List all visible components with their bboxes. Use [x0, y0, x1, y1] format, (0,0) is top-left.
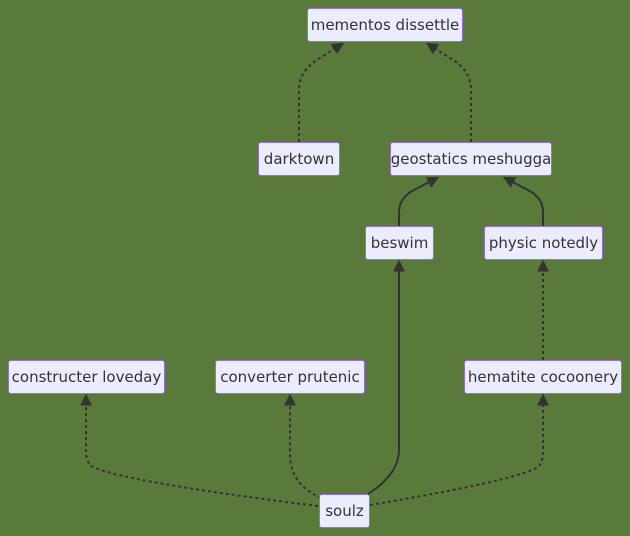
edge-soulz-to-constructer-loveday: [80, 393, 319, 507]
node-mementos-dissettle[interactable]: mementos dissettle: [307, 8, 463, 42]
edge-physic-notedly-to-geostatics-meshugga: [502, 176, 544, 226]
node-soulz[interactable]: soulz: [319, 494, 370, 528]
node-darktown[interactable]: darktown: [258, 142, 340, 176]
edge-darktown-to-mementos-dissettle: [298, 42, 345, 142]
edge-soulz-to-converter-prutenic: [284, 393, 322, 499]
edge-soulz-to-beswim: [367, 259, 405, 495]
edge-beswim-to-geostatics-meshugga: [398, 176, 440, 226]
node-hematite-cocoonery[interactable]: hematite cocoonery: [464, 360, 622, 394]
edge-soulz-to-hematite-cocoonery: [369, 393, 549, 506]
node-beswim[interactable]: beswim: [365, 226, 434, 260]
node-geostatics-meshugga[interactable]: geostatics meshugga: [390, 142, 552, 176]
edge-geostatics-meshugga-to-mementos-dissettle: [425, 42, 472, 142]
node-converter-prutenic[interactable]: converter prutenic: [215, 360, 365, 394]
node-physic-notedly[interactable]: physic notedly: [484, 226, 603, 260]
node-constructer-loveday[interactable]: constructer loveday: [8, 360, 165, 394]
